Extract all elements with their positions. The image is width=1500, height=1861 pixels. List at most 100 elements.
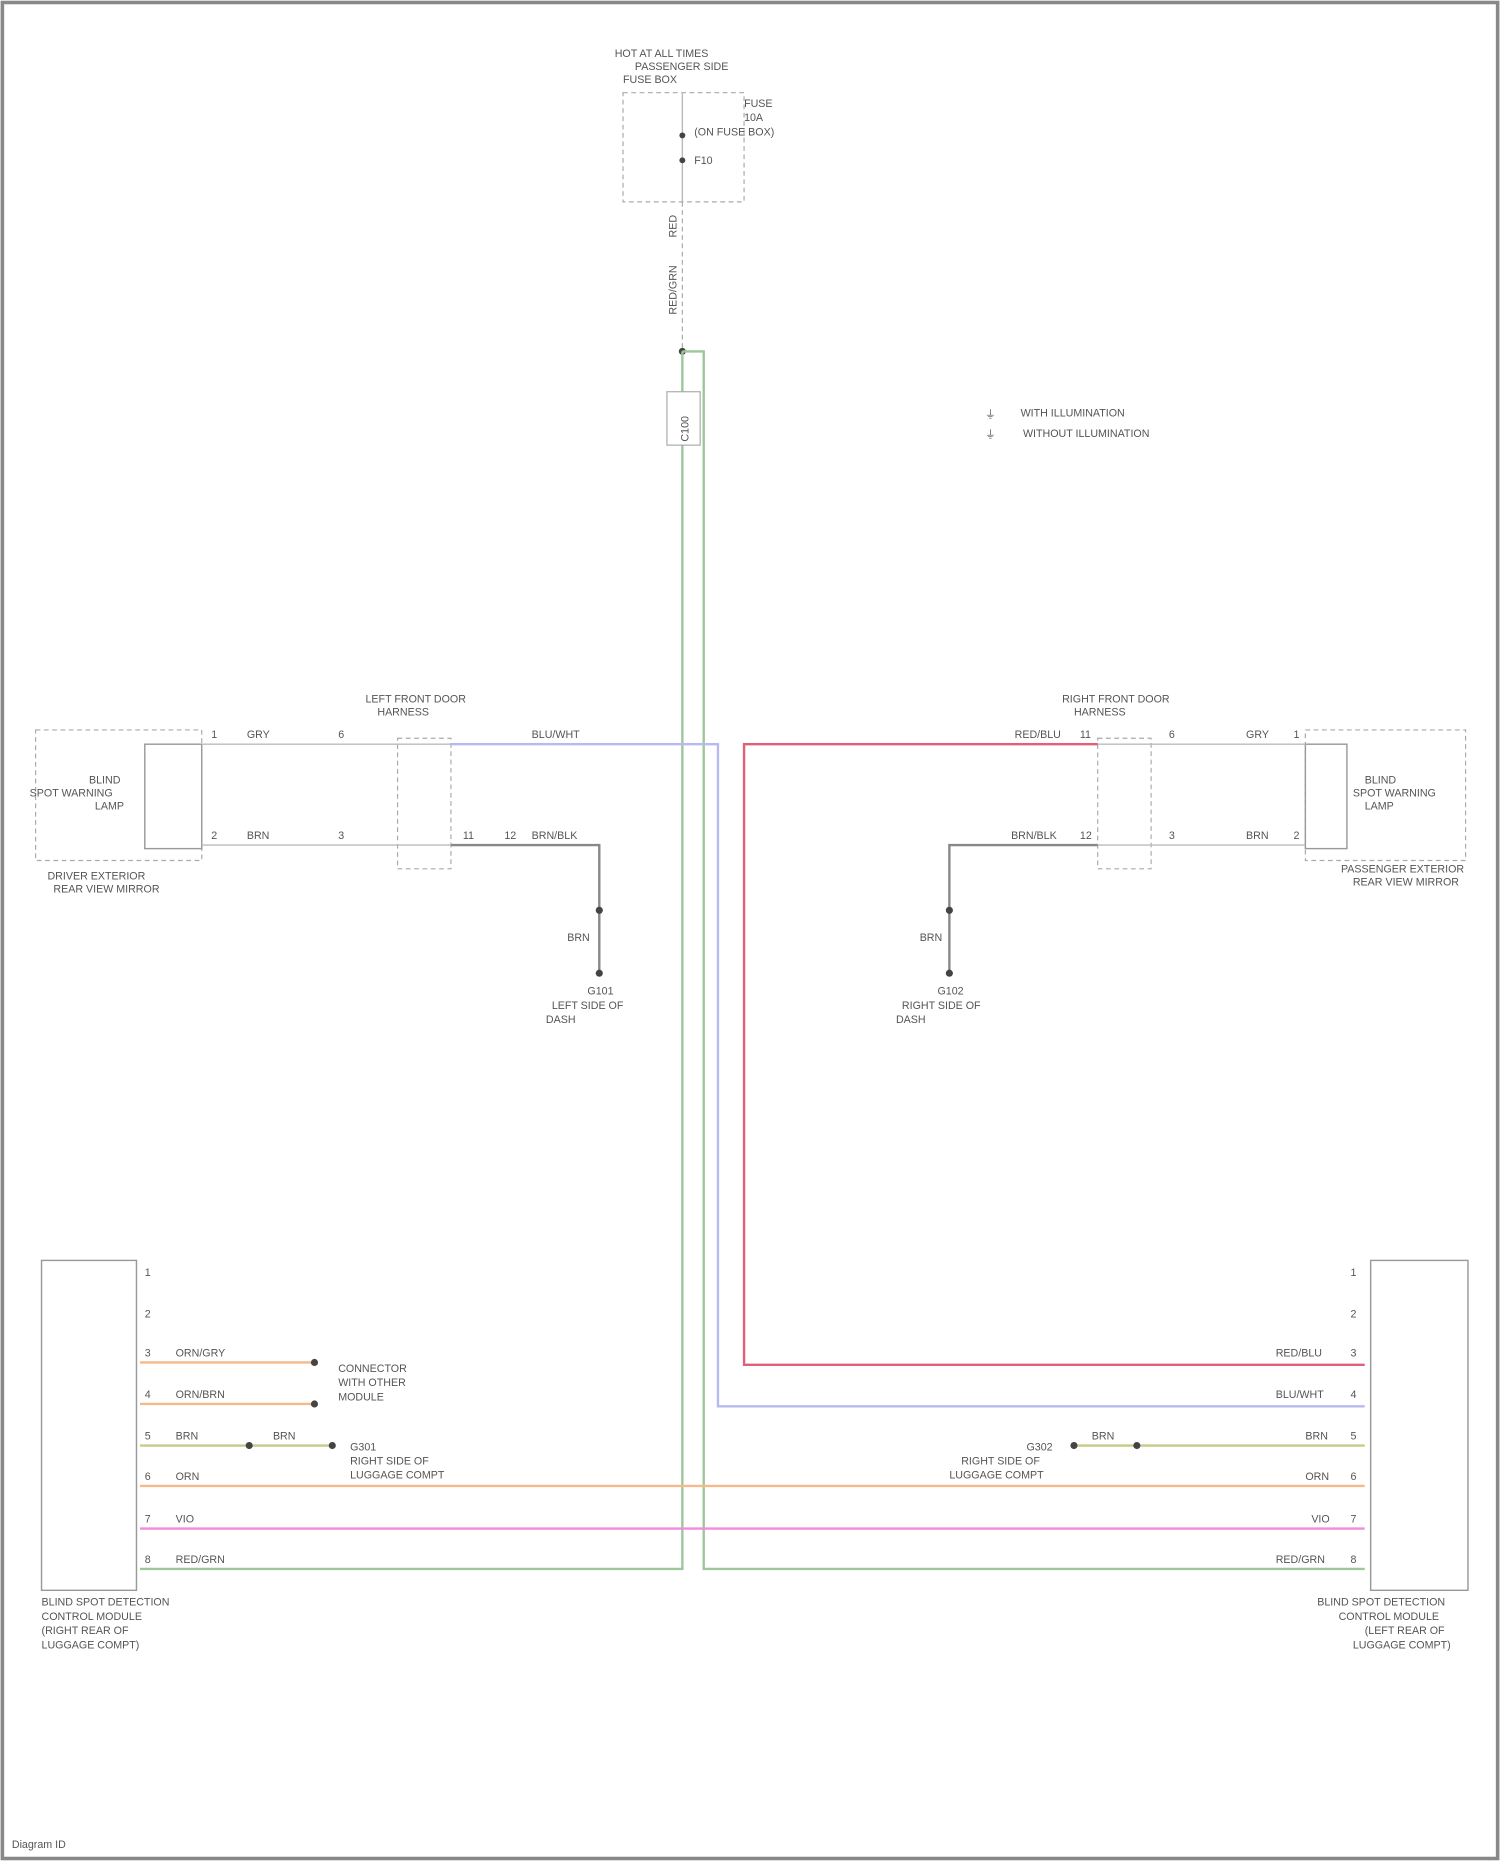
label-right-lamp-wire-bottom-1: BRN/BLK xyxy=(1011,830,1057,842)
fuse-id: F10 xyxy=(694,155,712,167)
splice-dot xyxy=(311,1400,318,1407)
label-right-lamp-pins-5: 12 xyxy=(1080,830,1092,842)
splice-dot xyxy=(1133,1442,1140,1449)
label-right-module-wires-0: RED/BLU xyxy=(1276,1348,1322,1360)
label-left-module-ground-0: G301 xyxy=(350,1441,376,1453)
legend-item-2: WITHOUT ILLUMINATION xyxy=(1023,428,1149,440)
wire xyxy=(451,744,1365,1406)
label-right-module-wires-3: ORN xyxy=(1305,1471,1329,1483)
label-left-module-pins-2: 3 xyxy=(145,1348,151,1360)
wire xyxy=(451,845,599,973)
splice-dot xyxy=(596,970,603,977)
label-right-module-pins-7: 8 xyxy=(1350,1554,1356,1566)
label-left-lamp-wire-bottom-1: BRN/BLK xyxy=(532,830,578,842)
label-right-lamp-ground-wire: BRN xyxy=(920,932,943,944)
label-left-lamp-pins-3: 3 xyxy=(338,830,344,842)
fuse-label-1: FUSE xyxy=(744,98,772,110)
splice-dot xyxy=(946,907,953,914)
label-right-module-caption-1: CONTROL MODULE xyxy=(1339,1611,1439,1623)
label-left-lamp-pins-5: 12 xyxy=(504,830,516,842)
label-right-module-caption-0: BLIND SPOT DETECTION xyxy=(1317,1597,1445,1609)
fuse-label-3: (ON FUSE BOX) xyxy=(694,126,774,138)
label-left-lamp-ground-2: DASH xyxy=(546,1014,576,1026)
wire-label-fuse-2: RED/GRN xyxy=(667,265,679,314)
mid-connector-label: C100 xyxy=(679,416,691,442)
wire xyxy=(140,351,682,1569)
left-module: 1 2 3 4 5 6 7 8 CONNECTOR WITH OTHER MOD… xyxy=(42,1260,445,1651)
label-left-module-ground-1: RIGHT SIDE OF xyxy=(350,1456,429,1468)
label-right-module-pins-6: 7 xyxy=(1350,1514,1356,1526)
label-right-lamp-pins-1: 2 xyxy=(1294,830,1300,842)
wire-label-fuse-1: RED xyxy=(667,215,679,238)
label-left-module-pins-1: 2 xyxy=(145,1308,151,1320)
label-left-module-pins-6: 7 xyxy=(145,1514,151,1526)
label-right-lamp-wire-top-1: RED/BLU xyxy=(1015,729,1061,741)
label-right-lamp-connector-title-1: HARNESS xyxy=(1074,707,1126,719)
label-right-module-wires-4: VIO xyxy=(1311,1514,1329,1526)
label-left-lamp-pins-1: 2 xyxy=(211,830,217,842)
right-lamp-caption-1: PASSENGER EXTERIOR xyxy=(1341,863,1464,875)
label-right-module-wires-2: BRN xyxy=(1305,1431,1328,1443)
splice-dot xyxy=(246,1442,253,1449)
splice-dot xyxy=(946,970,953,977)
label-left-lamp-ground-0: G101 xyxy=(587,986,613,998)
diagram-shape xyxy=(1305,744,1347,848)
diagram-shape xyxy=(1098,738,1151,869)
splice-dot xyxy=(596,907,603,914)
label-right-module-caption-3: LUGGAGE COMPT) xyxy=(1353,1639,1451,1651)
fuse-box-title-2: PASSENGER SIDE xyxy=(635,61,729,73)
label-left-module-pins-4: 5 xyxy=(145,1431,151,1443)
label-right-module-caption-2: (LEFT REAR OF xyxy=(1365,1625,1445,1637)
label-left-module-ground-2: LUGGAGE COMPT xyxy=(350,1470,445,1482)
label-left-module-wires-3: ORN xyxy=(176,1471,200,1483)
footer-id: Diagram ID xyxy=(12,1839,66,1851)
label-left-module-splice-wire: BRN xyxy=(273,1431,296,1443)
label-left-lamp-connector-title-0: LEFT FRONT DOOR xyxy=(366,694,467,706)
label-right-module-splice-wire: BRN xyxy=(1092,1431,1115,1443)
label-right-module-pins-5: 6 xyxy=(1350,1471,1356,1483)
right-module: 1 2 3 4 5 6 7 8 BRN G302 RIGHT SIDE OF L… xyxy=(949,1260,1468,1651)
label-right-lamp-inner-0: BLIND xyxy=(1365,774,1397,786)
label-right-lamp-wire-bottom-0: BRN xyxy=(1246,830,1269,842)
diagram-shape xyxy=(1371,1260,1468,1590)
label-right-lamp-ground-1: RIGHT SIDE OF xyxy=(902,1000,981,1012)
diagram-shape xyxy=(42,1260,137,1590)
label-left-module-pins-5: 6 xyxy=(145,1471,151,1483)
label-left-lamp-inner-1: SPOT WARNING xyxy=(30,787,113,799)
label-left-module-wires-1: ORN/BRN xyxy=(176,1389,225,1401)
label-right-module-pins-1: 2 xyxy=(1350,1308,1356,1320)
label-right-lamp-pins-4: 11 xyxy=(1080,729,1091,741)
label-right-lamp-inner-1: SPOT WARNING xyxy=(1353,787,1436,799)
label-right-module-pins-3: 4 xyxy=(1350,1389,1356,1401)
label-right-module-pins-4: 5 xyxy=(1350,1431,1356,1443)
label-left-module-connector-note-1: WITH OTHER xyxy=(338,1377,406,1389)
label-right-lamp-pins-0: 1 xyxy=(1294,729,1300,741)
label-right-module-wires-1: BLU/WHT xyxy=(1276,1389,1325,1401)
splice-dot xyxy=(1070,1442,1077,1449)
right-lamp-caption-2: REAR VIEW MIRROR xyxy=(1353,876,1459,888)
label-right-module-ground-1: RIGHT SIDE OF xyxy=(961,1456,1040,1468)
label-left-lamp-pins-4: 11 xyxy=(463,830,474,842)
label-left-lamp-connector-title-1: HARNESS xyxy=(377,707,429,719)
label-left-lamp-wire-top-0: GRY xyxy=(247,729,270,741)
label-right-module-ground-2: LUGGAGE COMPT xyxy=(949,1470,1044,1482)
label-right-module-pins-2: 3 xyxy=(1350,1348,1356,1360)
wire xyxy=(682,351,1364,1569)
label-left-module-wires-4: VIO xyxy=(176,1514,194,1526)
label-right-lamp-ground-0: G102 xyxy=(937,986,963,998)
label-right-module-pins-0: 1 xyxy=(1350,1267,1356,1279)
label-left-module-caption-1: CONTROL MODULE xyxy=(42,1611,142,1623)
fuse-box-title-1: HOT AT ALL TIMES xyxy=(615,48,709,60)
diagram-shape xyxy=(398,738,451,869)
fuse-label-2: 10A xyxy=(744,112,764,124)
left-lamp-caption-2: REAR VIEW MIRROR xyxy=(53,884,159,896)
label-left-lamp-pins-0: 1 xyxy=(211,729,217,741)
label-left-lamp-wire-bottom-0: BRN xyxy=(247,830,270,842)
label-left-module-caption-2: (RIGHT REAR OF xyxy=(42,1625,129,1637)
label-left-module-wires-5: RED/GRN xyxy=(176,1554,225,1566)
label-left-lamp-pins-2: 6 xyxy=(338,729,344,741)
wire xyxy=(949,845,1097,973)
fuse-box: HOT AT ALL TIMES PASSENGER SIDE FUSE BOX… xyxy=(615,48,775,202)
